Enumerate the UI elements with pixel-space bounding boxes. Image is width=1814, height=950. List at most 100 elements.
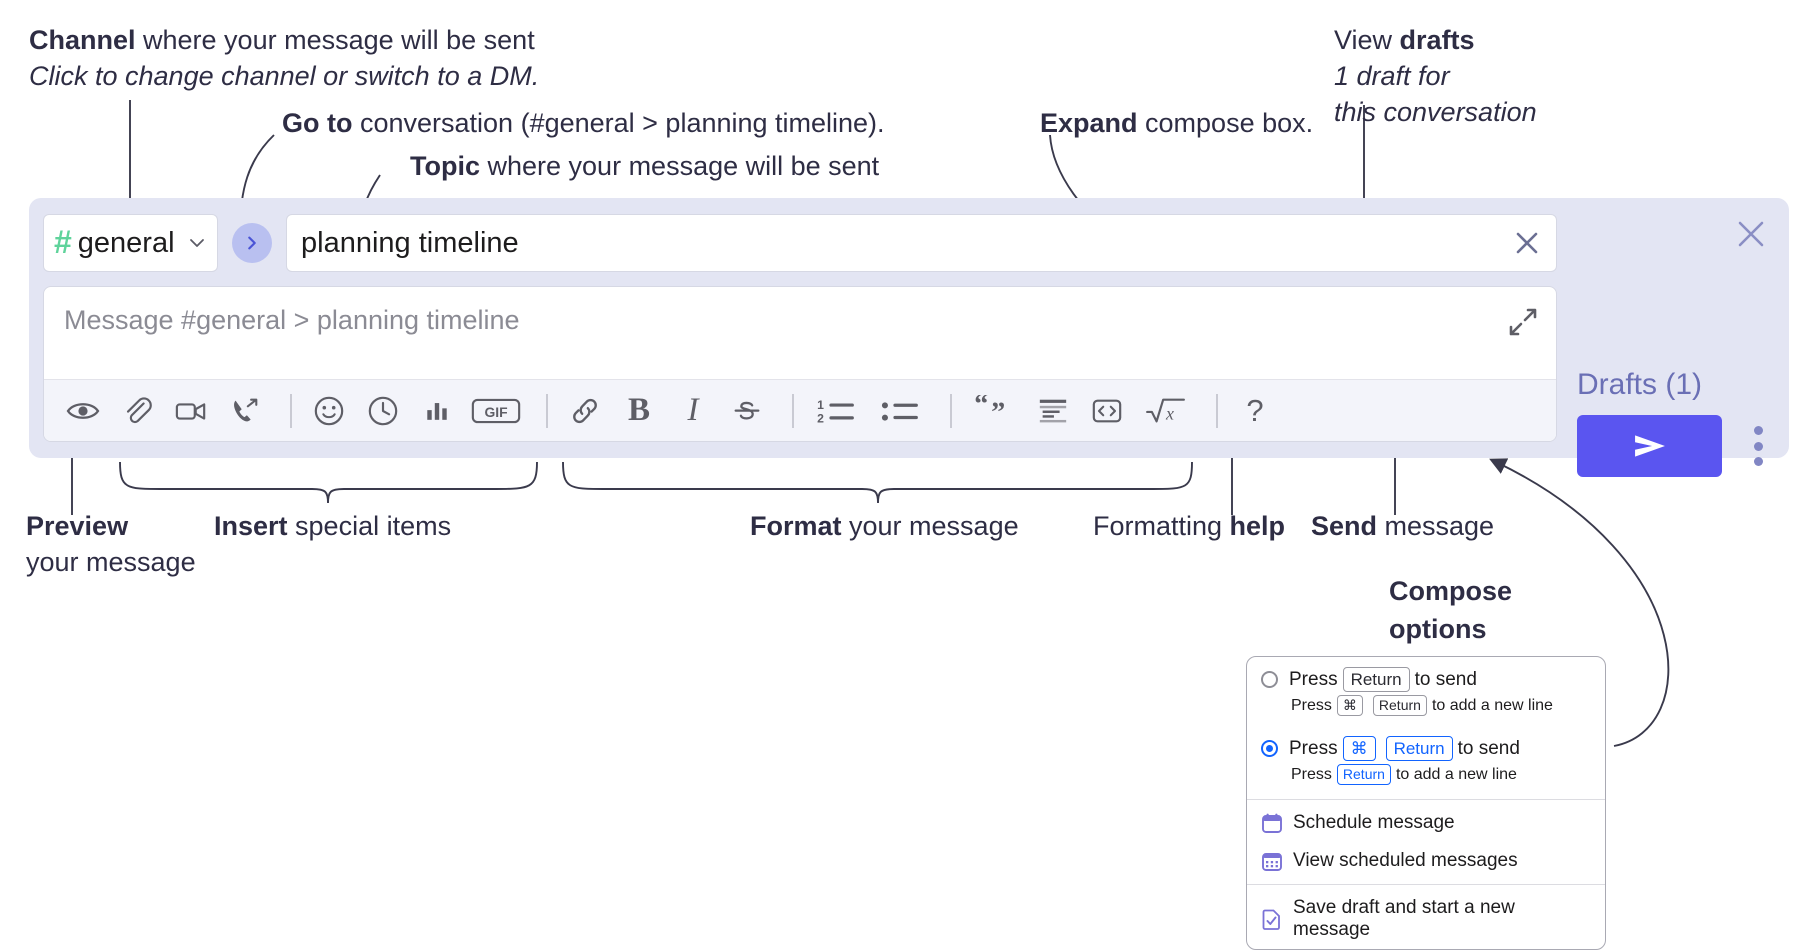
opt1-sub-key2: Return: [1372, 695, 1427, 716]
opt1-key: Return: [1342, 667, 1410, 692]
annotation-goto-rest: conversation (#general > planning timeli…: [352, 108, 885, 138]
strikethrough-icon[interactable]: [724, 388, 770, 434]
code-block-icon[interactable]: [1030, 388, 1076, 434]
annotation-preview: Preview your message: [26, 508, 196, 580]
kebab-dot: [1753, 426, 1763, 435]
calendar-icon: [1261, 812, 1283, 834]
annotation-goto-bold: Go to: [282, 108, 353, 138]
annotation-topic-rest: where your message will be sent: [480, 151, 880, 181]
svg-text:x: x: [1165, 403, 1174, 423]
annotation-expand-bold: Expand: [1040, 108, 1138, 138]
bulleted-list-icon[interactable]: [872, 388, 928, 434]
annotation-drafts-italic2: this conversation: [1334, 97, 1537, 127]
drafts-link[interactable]: Drafts (1): [1577, 368, 1703, 401]
annotation-help-bold: help: [1229, 511, 1286, 541]
clock-icon[interactable]: [360, 388, 406, 434]
annotation-help: Formatting help: [1093, 508, 1285, 544]
bar-chart-icon[interactable]: [414, 388, 460, 434]
opt2-sub-post: to add a new line: [1395, 765, 1517, 783]
annotation-send: Send message: [1311, 508, 1494, 544]
calendar-grid-icon: [1261, 850, 1283, 872]
annotation-insert-rest: special items: [287, 511, 452, 541]
send-option-cmd-return[interactable]: Press ⌘ Return to send: [1247, 726, 1605, 763]
topic-value: planning timeline: [301, 226, 519, 259]
message-input[interactable]: Message #general > planning timeline: [64, 305, 520, 335]
blockquote-icon[interactable]: “”: [966, 388, 1022, 434]
annotation-expand: Expand compose box.: [1040, 105, 1313, 141]
annotation-format-bold: Format: [750, 511, 842, 541]
kebab-dot: [1753, 441, 1763, 451]
help-icon[interactable]: ?: [1232, 388, 1278, 434]
annotation-drafts-bold: drafts: [1399, 25, 1475, 55]
close-icon[interactable]: [1735, 218, 1767, 250]
compose-left-column: # general planning timeline Message #gen…: [43, 213, 1557, 442]
italic-icon[interactable]: I: [670, 388, 716, 434]
send-option-cmd-return-sub: Press Return to add a new line: [1247, 763, 1605, 795]
message-box: Message #general > planning timeline: [43, 286, 1557, 442]
chevron-right-icon: [248, 236, 256, 250]
toolbar-separator: [546, 393, 548, 428]
close-icon[interactable]: [1512, 228, 1542, 258]
annotation-preview-line2: your message: [26, 547, 196, 577]
menu-item-view-scheduled-messages[interactable]: View scheduled messages: [1247, 842, 1605, 880]
hash-icon: #: [54, 224, 72, 260]
menu-divider: [1247, 884, 1605, 885]
topic-input[interactable]: planning timeline: [286, 214, 1557, 272]
video-camera-icon[interactable]: [168, 388, 214, 434]
radio-return[interactable]: [1261, 671, 1278, 688]
link-icon[interactable]: [562, 388, 608, 434]
menu-item-save-draft[interactable]: Save draft and start a new message: [1247, 889, 1605, 949]
preview-icon[interactable]: [60, 388, 106, 434]
bold-label: B: [627, 392, 650, 428]
opt1-post: to send: [1414, 668, 1477, 690]
send-icon: [1634, 435, 1665, 457]
italic-label: I: [687, 392, 699, 428]
annotation-channel-rest: where your message will be sent: [135, 25, 535, 55]
toolbar-separator: [950, 393, 952, 428]
menu-item-label: View scheduled messages: [1293, 850, 1518, 871]
expand-icon[interactable]: [1508, 307, 1538, 337]
emoji-icon[interactable]: [306, 388, 352, 434]
menu-item-label: Schedule message: [1293, 812, 1455, 833]
phone-forward-icon[interactable]: [222, 388, 268, 434]
channel-selector[interactable]: # general: [43, 214, 218, 272]
radio-cmd-return[interactable]: [1261, 740, 1278, 757]
attachment-icon[interactable]: [114, 388, 160, 434]
more-options-icon[interactable]: [1743, 422, 1773, 470]
opt1-pre: Press: [1289, 668, 1338, 690]
send-option-return-sub: Press ⌘ Return to add a new line: [1247, 694, 1605, 726]
annotation-help-plain: Formatting: [1093, 511, 1230, 541]
channel-name: general: [77, 226, 175, 259]
opt2-key1: ⌘: [1342, 736, 1376, 761]
annotation-insert-bold: Insert: [214, 511, 288, 541]
annotation-channel-bold: Channel: [29, 25, 136, 55]
chevron-down-icon: [187, 233, 207, 253]
menu-divider: [1247, 799, 1605, 800]
annotation-preview-bold: Preview: [26, 511, 129, 541]
gif-icon[interactable]: GIF: [468, 388, 524, 434]
annotation-drafts-italic1: 1 draft for: [1334, 61, 1450, 91]
annotation-topic: Topic where your message will be sent: [410, 148, 879, 184]
menu-item-schedule-message[interactable]: Schedule message: [1247, 804, 1605, 842]
compose-header-row: # general planning timeline: [43, 213, 1557, 273]
svg-text:1: 1: [817, 398, 824, 412]
annotation-channel: Channel where your message will be sent …: [29, 22, 539, 94]
math-icon[interactable]: x: [1138, 388, 1194, 434]
opt1-sub-post: to add a new line: [1431, 696, 1553, 714]
opt2-key2: Return: [1385, 736, 1453, 761]
annotation-goto: Go to conversation (#general > planning …: [282, 105, 885, 141]
annotation-insert: Insert special items: [214, 508, 451, 544]
svg-text:“: “: [974, 395, 988, 420]
annotation-send-rest: message: [1377, 511, 1495, 541]
bold-icon[interactable]: B: [616, 388, 662, 434]
goto-conversation-button[interactable]: [232, 223, 272, 263]
annotation-drafts-plain: View: [1334, 25, 1400, 55]
send-option-return[interactable]: Press Return to send: [1247, 657, 1605, 694]
kebab-dot: [1753, 457, 1763, 466]
inline-code-icon[interactable]: [1084, 388, 1130, 434]
help-label: ?: [1246, 392, 1264, 428]
opt2-post: to send: [1457, 737, 1520, 759]
svg-text:2: 2: [817, 411, 824, 425]
send-button[interactable]: [1577, 415, 1722, 477]
